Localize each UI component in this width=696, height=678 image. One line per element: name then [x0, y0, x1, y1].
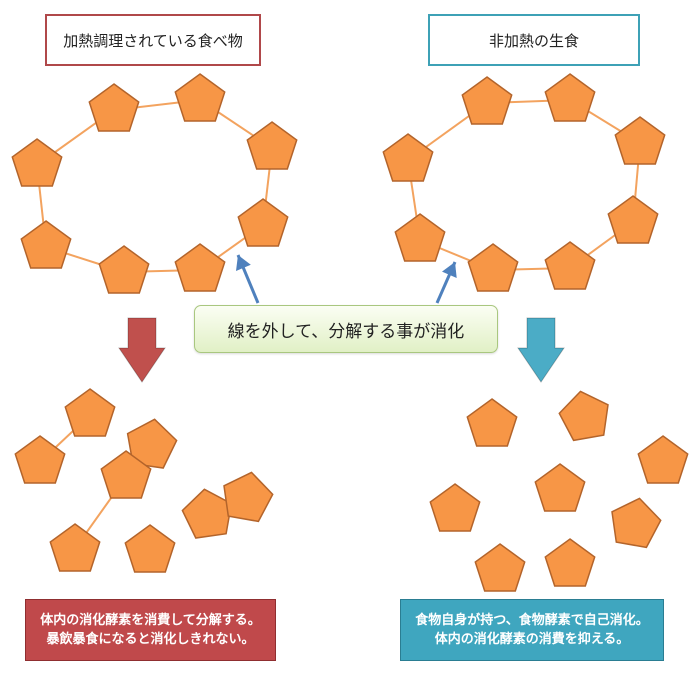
- cooked-ring-pentagon: [174, 73, 226, 122]
- raw-food-note: 食物自身が持つ、食物酵素で自己消化。 体内の消化酵素の消費を抑える。: [400, 599, 664, 661]
- raw-fragment-pentagon: [637, 435, 689, 484]
- cooked-fragment-pentagon: [181, 488, 233, 539]
- cooked-ring-pentagon: [174, 243, 226, 292]
- cooked-fragment-pentagon: [124, 524, 176, 573]
- cooked-food-title: 加熱調理されている食べ物: [45, 14, 261, 66]
- raw-ring-pentagon: [544, 73, 596, 122]
- cooked-fragment-pentagon: [64, 388, 116, 437]
- raw-ring-pentagon: [614, 116, 666, 165]
- cooked-fragment-pentagon: [49, 523, 101, 572]
- raw-ring-pentagon: [382, 133, 434, 182]
- cooked-ring-pentagon: [88, 83, 140, 132]
- raw-ring-pentagon: [394, 213, 446, 262]
- cooked-ring-pentagon: [246, 121, 298, 170]
- raw-ring-pentagon: [467, 243, 519, 292]
- raw-ring-pentagon: [544, 241, 596, 290]
- cooked-ring-pentagon: [20, 220, 72, 269]
- raw-food-title: 非加熱の生食: [428, 14, 640, 66]
- raw-fragment-pentagon: [429, 483, 481, 532]
- raw-fragment-pentagon: [466, 398, 518, 447]
- raw-fragment-pentagon: [558, 390, 609, 442]
- raw-fragment-pentagon: [611, 497, 662, 549]
- cooked-food-note: 体内の消化酵素を消費して分解する。 暴飲暴食になると消化しきれない。: [25, 599, 276, 661]
- cooked-fragment-pentagon: [100, 450, 152, 499]
- raw-note-line-1: 食物自身が持つ、食物酵素で自己消化。: [415, 613, 649, 628]
- raw-ring-pentagon: [607, 195, 659, 244]
- raw-fragment-pentagon: [544, 538, 596, 587]
- cooked-note-line-1: 体内の消化酵素を消費して分解する。: [40, 613, 261, 628]
- raw-down-arrow: [517, 317, 565, 383]
- digestion-explanation-label: 線を外して、分解する事が消化: [194, 305, 498, 353]
- raw-note-line-2: 体内の消化酵素の消費を抑える。: [434, 632, 630, 647]
- cooked-ring-pentagon: [11, 138, 63, 187]
- cooked-ring-pentagon: [237, 198, 289, 247]
- cooked-note-line-2: 暴飲暴食になると消化しきれない。: [46, 632, 255, 647]
- raw-fragment-pentagon: [534, 463, 586, 512]
- cooked-fragment-pentagon: [14, 435, 66, 484]
- right-pointer-arrow-head: [442, 262, 457, 278]
- left-pointer-arrow-head: [236, 255, 251, 271]
- raw-ring-pentagon: [461, 76, 513, 125]
- cooked-down-arrow: [118, 317, 166, 383]
- raw-fragment-pentagon: [474, 543, 526, 592]
- cooked-fragment-pentagon: [223, 471, 274, 523]
- cooked-fragment-pentagon: [126, 418, 178, 469]
- cooked-ring-pentagon: [98, 245, 150, 294]
